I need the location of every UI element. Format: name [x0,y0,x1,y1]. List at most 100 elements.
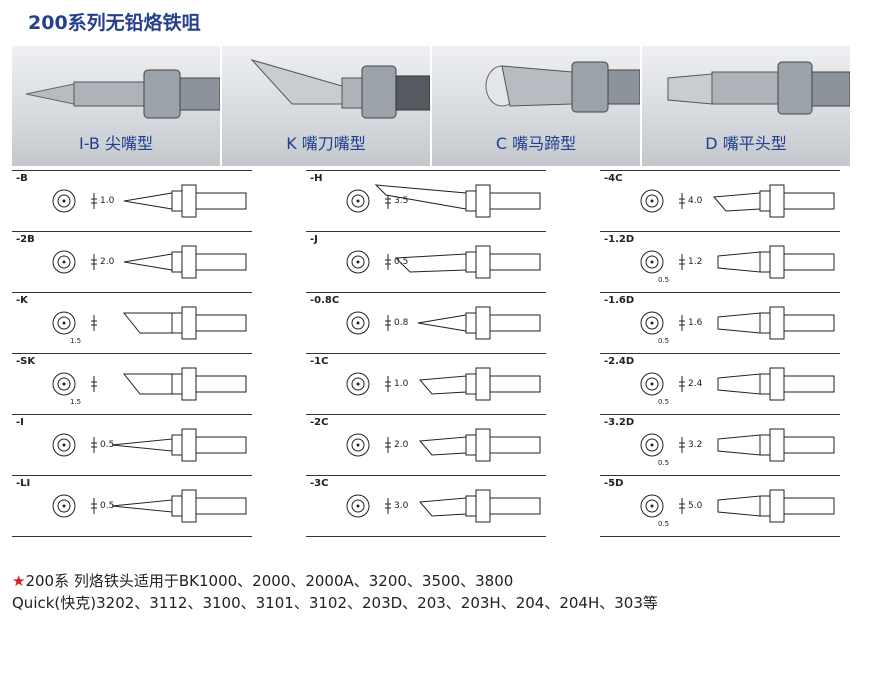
end-view-icon [52,433,76,457]
photo-caption: I-B 尖嘴型 [79,134,153,153]
tip-dimension: 1.6 [688,318,703,328]
tip-dimension: 3.2 [688,440,703,450]
dimension-arrow-icon [679,193,685,209]
tip-dimension: 2.0 [394,440,409,450]
end-view-icon [346,494,370,518]
tip-cell: -LI 0.5 [12,476,252,536]
end-view-icon [346,250,370,274]
tip-thickness: 0.5 [658,337,670,345]
tip-drawing [640,184,835,218]
tip-profile-icon [122,367,247,401]
tip-profile-icon [123,245,247,279]
tip-dimension: 3.0 [394,501,409,511]
tip-profile-icon [418,428,541,462]
tip-drawing [346,306,541,340]
end-view-icon [640,433,664,457]
row-divider [306,536,546,537]
tip-code: -I [16,417,24,428]
dimension-arrow-icon [385,437,391,453]
tip-dimension: 1.2 [688,257,703,267]
tip-code: -2C [310,417,329,428]
end-view-icon [346,311,370,335]
row-divider [600,170,840,171]
dimension-arrow-icon [91,498,97,514]
row-divider [12,414,252,415]
tip-code: -1.6D [604,295,635,306]
tip-dimension: 5.0 [688,501,703,511]
tip-drawing [640,428,835,462]
row-divider [600,536,840,537]
end-view-icon [52,250,76,274]
tip-cell: -SK 1.5 [12,354,252,414]
end-view-icon [640,494,664,518]
photo-caption: D 嘴平头型 [705,134,787,153]
tip-drawing [346,184,541,218]
tip-drawing [346,428,541,462]
tip-dimension: 1.0 [394,379,409,389]
dimension-arrow-icon [385,376,391,392]
tip-cell: -B 1.0 [12,171,252,231]
end-view-icon [346,433,370,457]
end-view-icon [52,372,76,396]
dimension-arrow-icon [385,254,391,270]
tip-code: -LI [16,478,31,489]
photo-knife-tip: K 嘴刀嘴型 [222,46,430,166]
photo-caption: C 嘴马蹄型 [495,134,577,153]
tip-dimension: 0.5 [394,257,409,267]
tip-drawing [52,245,247,279]
tip-profile-icon [717,367,835,401]
row-divider [12,475,252,476]
tip-code: -SK [16,356,36,367]
tip-drawing [346,367,541,401]
tip-profile-icon [394,245,541,279]
tip-profile-icon [417,306,541,340]
tip-code: -B [16,173,28,184]
tip-drawing [640,245,835,279]
dimension-arrow-icon [91,315,97,331]
photo-caption: K 嘴刀嘴型 [286,134,366,153]
tip-code: -H [310,173,323,184]
dimension-arrow-icon [679,254,685,270]
photo-conical-tip: I-B 尖嘴型 [12,46,220,166]
tip-drawing [52,428,247,462]
tip-profile-icon [111,489,247,523]
tip-profile-icon [712,184,835,218]
footer-line-2: Quick(快克)3202、3112、3100、3101、3102、203D、2… [12,594,658,612]
dimension-arrow-icon [91,254,97,270]
tip-profile-icon [122,306,247,340]
dimension-arrow-icon [91,376,97,392]
row-divider [600,475,840,476]
dimension-arrow-icon [679,376,685,392]
end-view-icon [52,311,76,335]
end-view-icon [640,189,664,213]
tip-drawing [52,306,247,340]
row-divider [12,536,252,537]
tip-profile-icon [717,306,835,340]
photo-bevel-tip: C 嘴马蹄型 [432,46,640,166]
tip-dimension: 1.0 [100,196,115,206]
conical-tip-photo [25,69,220,119]
tip-thickness: 1.5 [70,398,82,406]
dimension-arrow-icon [91,193,97,209]
dimension-arrow-icon [385,498,391,514]
dimension-arrow-icon [679,498,685,514]
tip-dimension: 0.8 [394,318,409,328]
tip-drawing [640,489,835,523]
photo-chisel-tip: D 嘴平头型 [642,46,850,166]
row-divider [306,292,546,293]
tip-code: -2.4D [604,356,635,367]
tip-code: -K [16,295,28,306]
tip-drawing [640,306,835,340]
tip-dimension: 2.4 [688,379,703,389]
dimension-arrow-icon [679,437,685,453]
tip-code: -J [310,234,318,245]
tip-dimension: 0.5 [100,501,115,511]
tip-profile-icon [717,428,835,462]
